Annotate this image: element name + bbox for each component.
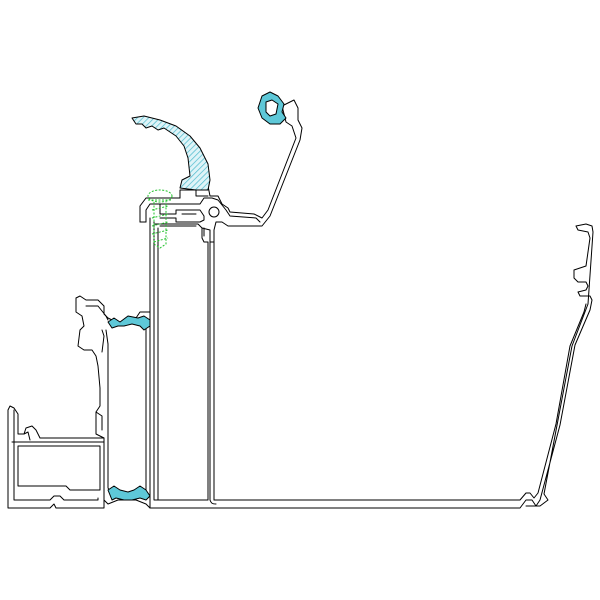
central-mullion xyxy=(139,197,215,509)
gasket-lower-left xyxy=(107,485,151,501)
glazing-bead-clip xyxy=(159,203,205,223)
outer-frame-profile xyxy=(7,405,105,509)
gasket-upper-left xyxy=(107,315,151,331)
top-seal xyxy=(131,115,211,191)
cover-plate xyxy=(179,99,303,243)
clip-gasket xyxy=(257,91,287,125)
retaining-screw xyxy=(147,189,173,249)
base-channel xyxy=(149,223,594,509)
